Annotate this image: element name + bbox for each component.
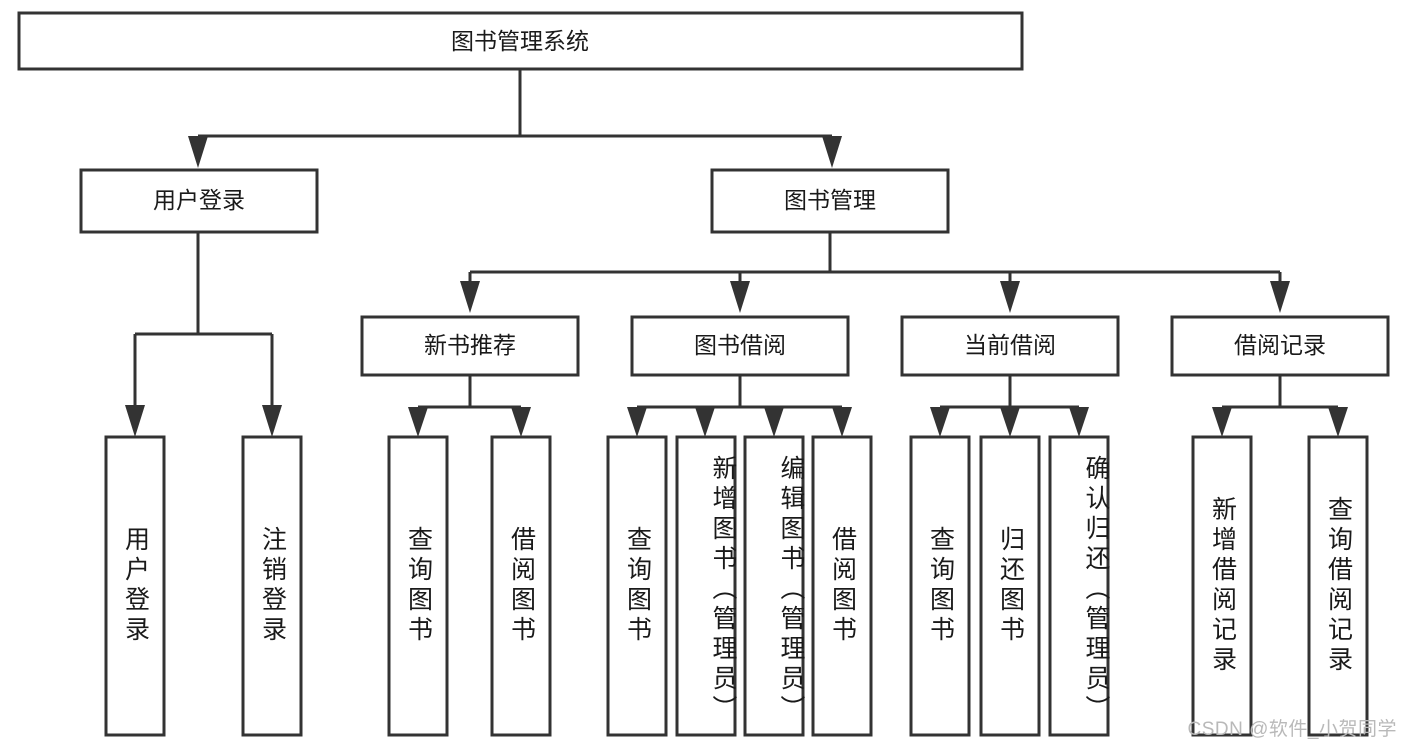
arrow-head-icon — [188, 136, 208, 168]
node-book-borrow-label: 图书借阅 — [694, 332, 786, 358]
connector-newbook-to-leaves — [408, 375, 531, 437]
node-current-borrow-label: 当前借阅 — [964, 332, 1056, 358]
connector-record-to-leaves — [1212, 375, 1348, 437]
arrow-head-icon — [822, 136, 842, 168]
arrow-head-icon — [730, 281, 750, 313]
node-leaf-box-query-record[interactable] — [1307, 435, 1369, 737]
node-user-login-box[interactable] — [79, 168, 319, 234]
watermark-text: CSDN @软件_小贺同学 — [1187, 719, 1397, 740]
node-leaf-box-confirm-return-admin[interactable] — [1048, 435, 1110, 737]
node-leaf-box-query-book-2[interactable] — [606, 435, 668, 737]
connector-bookmgmt-to-level3 — [460, 233, 1290, 313]
node-leaf-box-add-record[interactable] — [1191, 435, 1253, 737]
node-borrow-record-label: 借阅记录 — [1234, 332, 1326, 358]
arrow-head-icon — [408, 407, 428, 437]
arrow-head-icon — [764, 407, 784, 437]
arrow-head-icon — [1270, 281, 1290, 313]
arrow-head-icon — [511, 407, 531, 437]
arrow-head-icon — [930, 407, 950, 437]
node-book-management-label: 图书管理 — [784, 187, 876, 213]
node-book-borrow-box[interactable] — [630, 315, 850, 377]
node-book-management-box[interactable] — [710, 168, 950, 234]
node-leaf-box-return-book[interactable] — [979, 435, 1041, 737]
node-leaf-box-user-login[interactable] — [104, 435, 166, 737]
node-leaf-box-borrow-book-2[interactable] — [811, 435, 873, 737]
arrow-head-icon — [125, 405, 145, 437]
arrow-head-icon — [627, 407, 647, 437]
node-leaf-box-query-book-3[interactable] — [909, 435, 971, 737]
node-new-book-recommend-box[interactable] — [360, 315, 580, 377]
arrow-head-icon — [262, 405, 282, 437]
node-root-box[interactable] — [17, 11, 1024, 71]
connector-root-to-level2 — [188, 69, 842, 168]
node-leaf-box-logout[interactable] — [241, 435, 303, 737]
arrow-head-icon — [695, 407, 715, 437]
arrow-head-icon — [832, 407, 852, 437]
connector-current-to-leaves — [930, 375, 1089, 437]
node-current-borrow-box[interactable] — [900, 315, 1120, 377]
connector-userlogin-to-leaves — [125, 233, 282, 437]
node-new-book-recommend-label: 新书推荐 — [424, 332, 516, 358]
arrow-head-icon — [460, 281, 480, 313]
node-leaf-box-borrow-book-1[interactable] — [490, 435, 552, 737]
node-user-login-label: 用户登录 — [153, 187, 245, 213]
arrow-head-icon — [1212, 407, 1232, 437]
arrow-head-icon — [1000, 281, 1020, 313]
arrow-head-icon — [1000, 407, 1020, 437]
node-leaf-box-edit-book-admin[interactable] — [743, 435, 805, 737]
node-leaf-box-query-book-1[interactable] — [387, 435, 449, 737]
node-root-label: 图书管理系统 — [451, 28, 589, 54]
node-leaf-box-add-book-admin[interactable] — [675, 435, 737, 737]
arrow-head-icon — [1328, 407, 1348, 437]
connector-borrow-to-leaves — [627, 375, 852, 437]
node-borrow-record-box[interactable] — [1170, 315, 1390, 377]
arrow-head-icon — [1069, 407, 1089, 437]
